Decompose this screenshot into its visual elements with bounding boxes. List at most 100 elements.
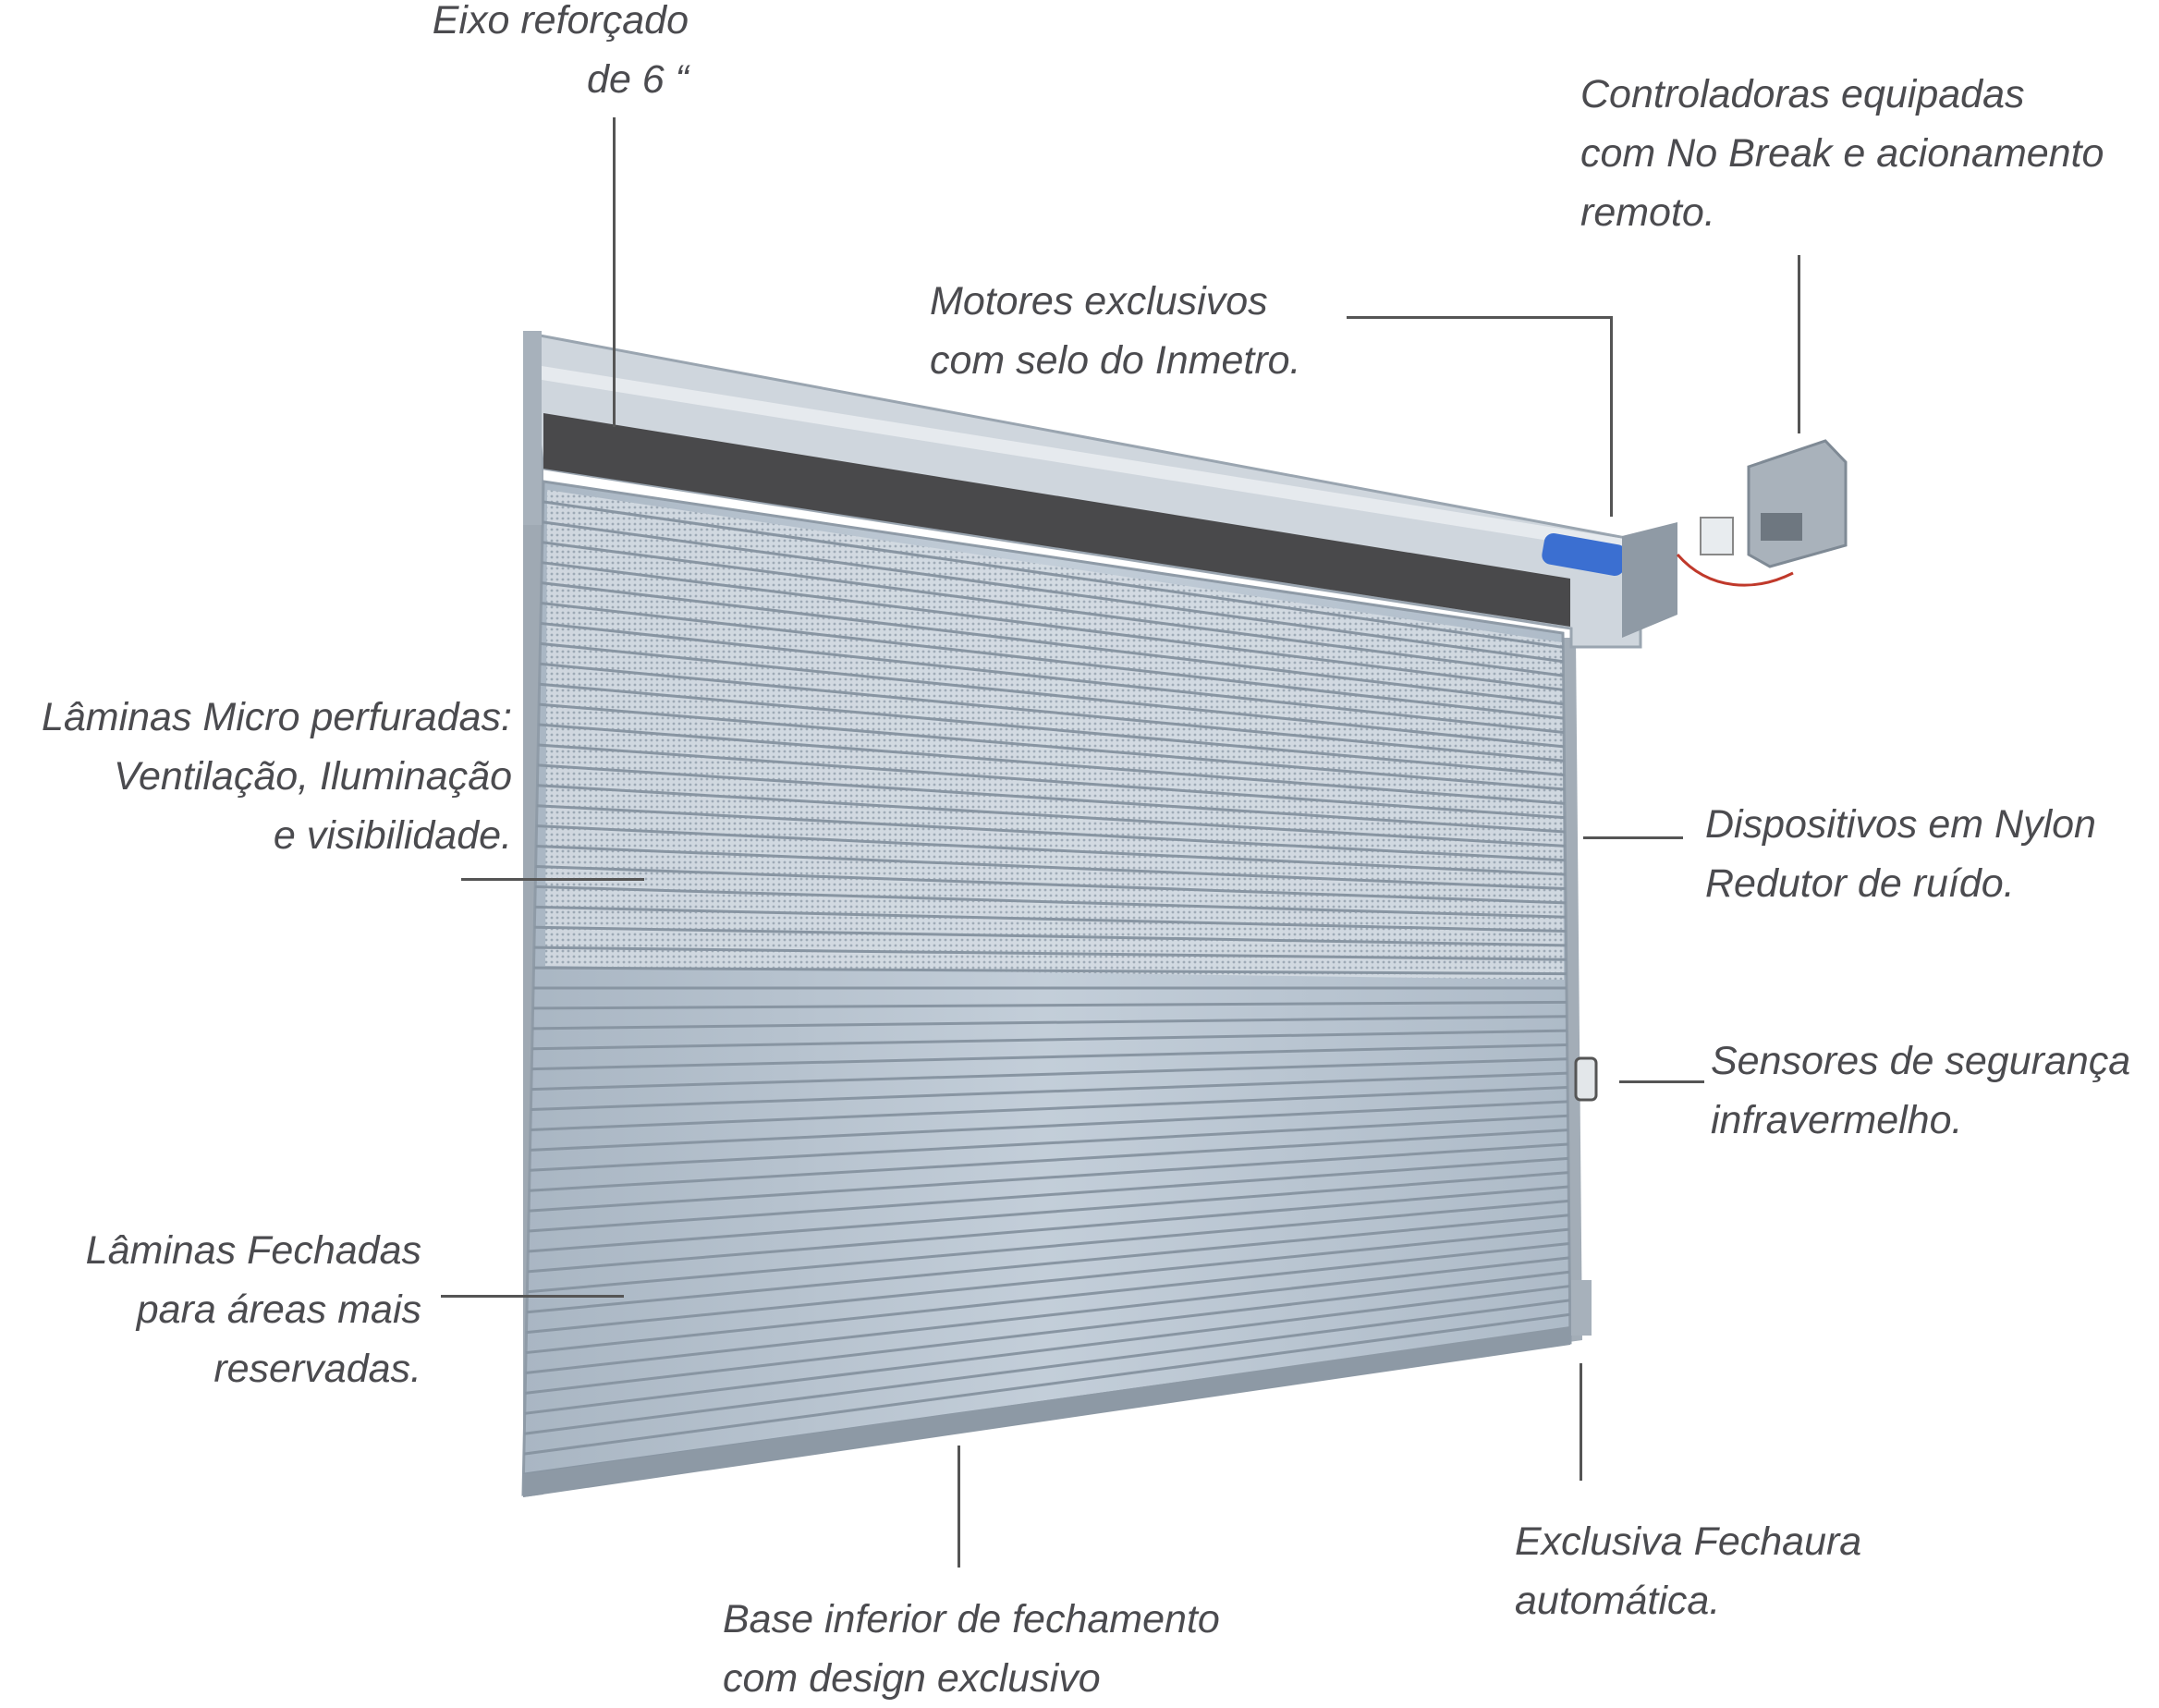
slat-line: [531, 1043, 1567, 1071]
label-dispositivos: Dispositivos em Nylon Redutor de ruído.: [1705, 795, 2096, 913]
label-line: Controladoras equipadas: [1580, 72, 2025, 116]
label-sensores: Sensores de segurança infravermelho.: [1711, 1031, 2130, 1150]
label-line: com design exclusivo: [723, 1656, 1101, 1701]
label-line: de 6 “: [587, 57, 689, 102]
label-fechadura: Exclusiva Fechaura automática.: [1515, 1512, 1861, 1630]
slat-line: [539, 662, 1565, 762]
leader-fechadura: [1580, 1363, 1582, 1481]
slat-line: [531, 1071, 1568, 1112]
label-line: Base inferior de fechamento: [723, 1597, 1220, 1641]
slat-line: [531, 1057, 1567, 1092]
slat-line: [535, 864, 1567, 905]
label-line: Dispositivos em Nylon: [1705, 802, 2096, 847]
leader-motores-h: [1347, 316, 1612, 319]
motor: [1542, 533, 1627, 576]
label-line: reservadas.: [213, 1347, 421, 1391]
slat-line: [534, 925, 1567, 947]
label-line: Lâminas Micro perfuradas:: [41, 695, 512, 739]
slat-line: [540, 621, 1565, 735]
slat-line: [536, 824, 1566, 876]
slat-line: [528, 1171, 1569, 1253]
label-line: Exclusiva Fechaura: [1515, 1519, 1862, 1564]
label-line: remoto.: [1580, 190, 1715, 235]
slat-line: [529, 1114, 1568, 1172]
label-line: com No Break e acionamento: [1580, 131, 2104, 176]
slat-line: [541, 602, 1565, 720]
slat-line: [541, 581, 1564, 706]
label-controladoras: Controladoras equipadas com No Break e a…: [1580, 65, 2104, 242]
sensor: [1574, 1056, 1598, 1102]
left-bracket: [523, 331, 542, 525]
slat-line: [542, 541, 1564, 677]
label-micro: Lâminas Micro perfuradas: Ventilação, Il…: [42, 688, 512, 865]
label-line: Lâminas Fechadas: [85, 1228, 421, 1273]
label-line: Eixo reforçado: [432, 0, 689, 43]
slat-line: [540, 641, 1565, 749]
switch-box: [1700, 517, 1734, 555]
housing-top: [536, 365, 1636, 555]
slat-line: [523, 1312, 1570, 1456]
door-slats: [523, 500, 1571, 1476]
slat-line: [525, 1270, 1570, 1395]
leader-micro: [461, 878, 644, 881]
slat-line: [539, 682, 1565, 777]
leader-motores-v: [1610, 316, 1613, 517]
label-line: Ventilação, Iluminação: [113, 754, 512, 799]
slat-line: [529, 1142, 1568, 1213]
slat-line: [530, 1100, 1568, 1152]
label-line: e visibilidade.: [273, 813, 512, 858]
slat-line: [531, 1029, 1567, 1051]
label-line: Redutor de ruído.: [1705, 861, 2015, 906]
controller-box: [1747, 439, 1848, 568]
leader-dispositivos: [1583, 836, 1683, 839]
slat-line: [538, 743, 1566, 820]
slat-line: [536, 845, 1566, 890]
slat-line: [532, 1015, 1567, 1031]
slat-line: [529, 1128, 1568, 1192]
label-eixo: Eixo reforçado de 6 “: [433, 0, 689, 109]
slat-line: [530, 1086, 1568, 1131]
slat-line: [533, 966, 1567, 976]
controller-cable: [1676, 554, 1794, 587]
lock: [1571, 1280, 1592, 1336]
slat-line: [534, 905, 1567, 933]
label-line: para áreas mais: [136, 1287, 421, 1332]
label-fechadas: Lâminas Fechadas para áreas mais reserva…: [86, 1221, 421, 1398]
leader-base: [958, 1446, 960, 1568]
label-line: infravermelho.: [1711, 1098, 1963, 1142]
controller-panel: [1761, 513, 1802, 541]
bottom-bar: [523, 1326, 1570, 1497]
slat-line: [526, 1227, 1569, 1335]
slat-line: [539, 702, 1565, 791]
slat-line: [527, 1185, 1569, 1274]
slat-line: [536, 804, 1566, 862]
slat-line: [524, 1285, 1570, 1415]
motor-bracket: [1622, 522, 1677, 638]
slat-line: [535, 884, 1567, 919]
slat-line: [542, 561, 1564, 691]
slat-line: [527, 1199, 1569, 1294]
slat-line: [538, 723, 1566, 805]
label-line: Motores exclusivos: [930, 279, 1268, 323]
label-line: com selo do Inmetro.: [930, 338, 1301, 383]
label-motores: Motores exclusivos com selo do Inmetro.: [930, 272, 1301, 390]
slat-line: [542, 520, 1564, 664]
label-line: Sensores de segurança: [1711, 1039, 2131, 1083]
leader-sensores: [1619, 1080, 1704, 1083]
slat-line: [537, 784, 1566, 848]
label-base: Base inferior de fechamento com design e…: [723, 1590, 1220, 1708]
leader-fechadas: [441, 1295, 624, 1298]
slat-line: [533, 946, 1567, 961]
leader-controladoras: [1798, 255, 1800, 433]
label-line: automática.: [1515, 1579, 1721, 1623]
axle-band: [543, 413, 1570, 627]
slat-line: [543, 500, 1564, 649]
slat-line: [525, 1256, 1570, 1374]
slat-line: [525, 1241, 1570, 1355]
leader-eixo: [613, 117, 616, 427]
slat-line: [537, 763, 1566, 834]
slat-line: [524, 1299, 1570, 1435]
slat-line: [526, 1214, 1569, 1314]
slat-line: [532, 1000, 1567, 1010]
